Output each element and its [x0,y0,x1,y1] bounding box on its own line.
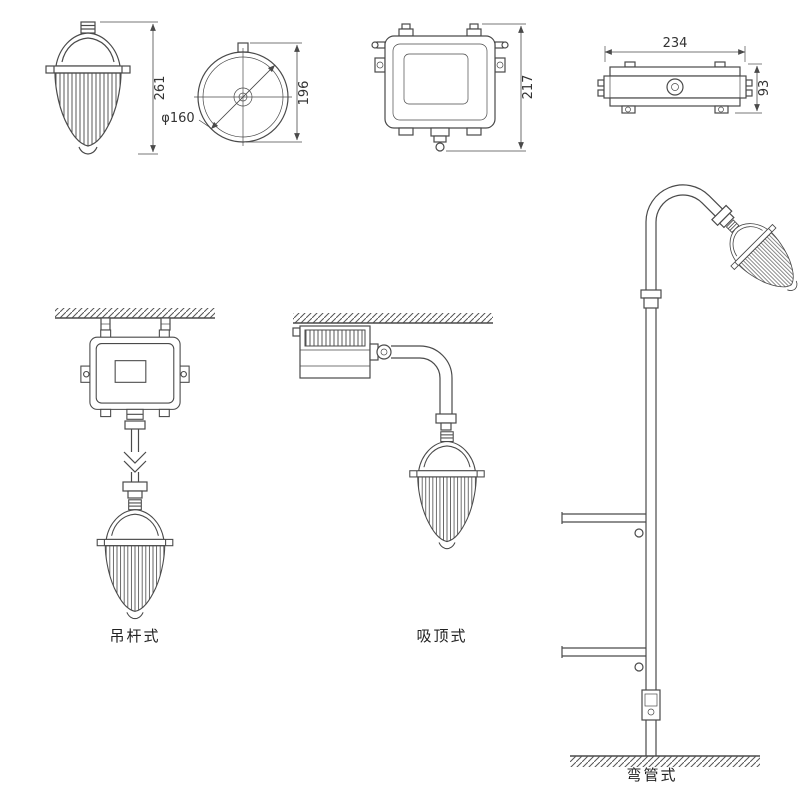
mount-bent-pipe-assembly: 弯管式 [561,184,800,784]
dimension-diameter-160: φ160 [161,64,276,130]
ceiling-hatch [293,313,493,323]
mount-ceiling-assembly: 吸顶式 [292,313,493,645]
ground-hatch [570,756,760,767]
dim-234-text: 234 [663,36,688,51]
view-lamp-top-circle: φ160 196 [161,42,312,146]
dim-261-text: 261 [153,76,168,101]
pole-outer-line [645,184,723,756]
elbow-bend [419,345,453,379]
view-junction-box-profile: 234 93 [597,36,772,114]
dimension-217: 217 [446,23,536,152]
mount-pendant-assembly: 吊杆式 [55,308,215,645]
pole-clamp-bolt [634,528,644,538]
pole-clamp-bolt [634,662,644,672]
pole-inner-line [655,194,716,756]
cable-gland [666,78,684,96]
hanging-hook [435,142,445,152]
label-pendant-mount: 吊杆式 [109,627,160,645]
lamp-ceiling-glyph [409,431,485,550]
dimension-196: 196 [246,42,312,143]
dimension-234: 234 [604,36,746,62]
dim-93-text: 93 [757,80,772,97]
break-symbol [123,451,147,464]
top-bolt [237,42,249,53]
view-junction-box-front: 217 [371,23,536,152]
pole-switch-box [641,689,661,721]
label-bent-pipe-mount: 弯管式 [626,766,677,784]
lamp-pendant-glyph [96,499,174,620]
dimension-93: 93 [735,63,772,114]
ceiling-hatch [55,308,215,318]
dimension-261: 261 [100,21,168,155]
label-ceiling-mount: 吸顶式 [416,627,467,645]
dim-217-text: 217 [521,75,536,100]
lamp-side-glyph [45,21,131,155]
tilted-lamp-group [708,202,800,311]
view-lamp-side-elevation: 261 [45,21,168,155]
junction-box-glyph [80,329,190,420]
dim-diameter-text: φ160 [161,111,194,126]
dim-196-text: 196 [297,81,312,106]
